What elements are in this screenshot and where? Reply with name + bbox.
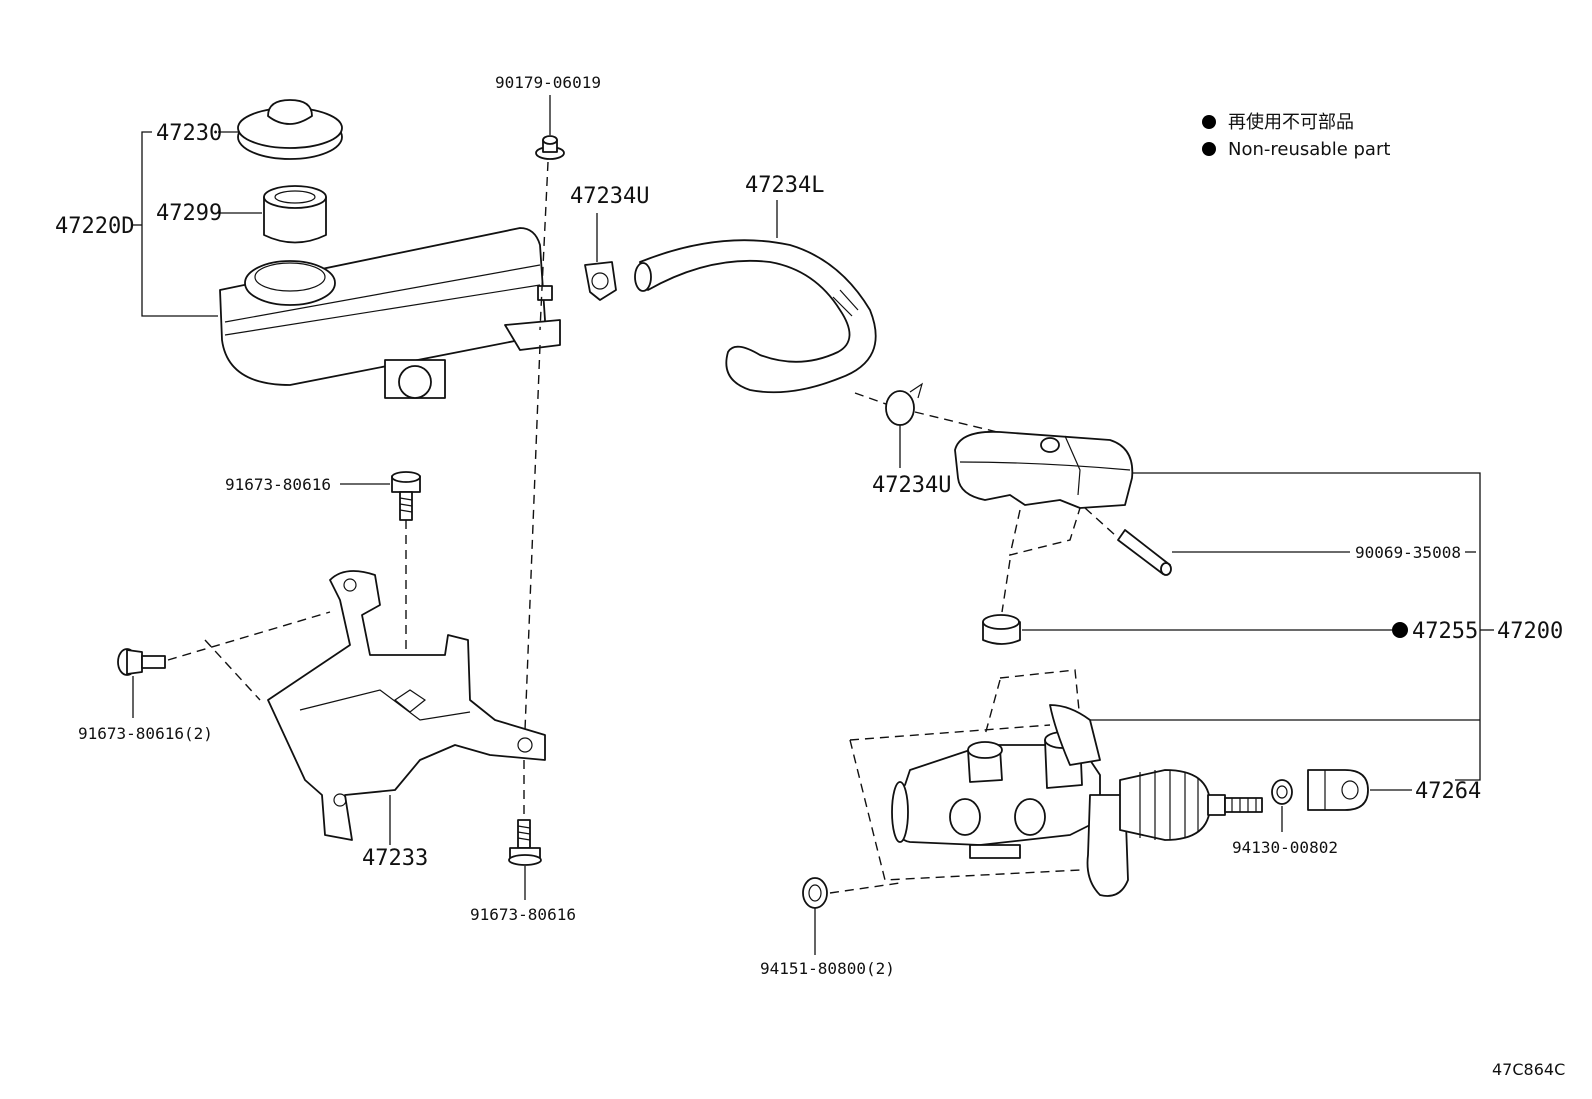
callout-47220D: 47220D bbox=[55, 214, 134, 239]
reservoir-small-part bbox=[954, 430, 1134, 509]
reservoir-cap-part bbox=[237, 99, 343, 160]
non-reusable-marker-icon bbox=[1392, 622, 1408, 638]
legend-english: Non-reusable part bbox=[1228, 139, 1390, 160]
bolt-bracket-bottom-part bbox=[508, 819, 542, 866]
callout-91673-80616-bottom: 91673-80616 bbox=[470, 905, 576, 924]
clip-lower-part bbox=[885, 382, 924, 426]
callout-47264: 47264 bbox=[1415, 779, 1481, 804]
callout-47230: 47230 bbox=[156, 121, 222, 146]
diagram-code: 47C864C bbox=[1492, 1060, 1565, 1079]
legend-japanese: 再使用不可部品 bbox=[1228, 112, 1354, 133]
legend: 再使用不可部品 Non-reusable part bbox=[1202, 112, 1390, 160]
callout-47299: 47299 bbox=[156, 201, 222, 226]
callout-90179-06019: 90179-06019 bbox=[495, 73, 601, 92]
nut-mount-part bbox=[802, 877, 828, 909]
grommet-part bbox=[982, 614, 1021, 645]
bolt-bracket-side-part bbox=[117, 648, 166, 676]
callout-47234L: 47234L bbox=[745, 173, 824, 198]
callout-47233: 47233 bbox=[362, 846, 428, 871]
master-cylinder-part bbox=[891, 704, 1263, 897]
strainer-part bbox=[263, 185, 327, 244]
clevis-part bbox=[1307, 769, 1369, 811]
clip-top-part bbox=[584, 261, 617, 301]
bolt-bracket-top-part bbox=[391, 471, 421, 521]
non-reusable-marker-icon bbox=[1202, 142, 1216, 156]
callout-47255: 47255 bbox=[1412, 619, 1478, 644]
callout-91673-80616-2: 91673-80616(2) bbox=[78, 724, 213, 743]
callout-94130-00802: 94130-00802 bbox=[1232, 838, 1338, 857]
callout-94151-80800-2: 94151-80800(2) bbox=[760, 959, 895, 978]
callout-90069-35008: 90069-35008 bbox=[1355, 543, 1461, 562]
reservoir-tank-part bbox=[219, 227, 561, 399]
bracket-part bbox=[267, 570, 546, 841]
callout-47234U-lower: 47234U bbox=[872, 473, 951, 498]
nut-clevis-part bbox=[1271, 779, 1293, 805]
hose-part bbox=[634, 239, 877, 394]
pin-part bbox=[1117, 529, 1172, 576]
non-reusable-marker-icon bbox=[1202, 115, 1216, 129]
callout-47234U-top: 47234U bbox=[570, 184, 649, 209]
callout-47200: 47200 bbox=[1497, 619, 1563, 644]
callout-91673-80616-top: 91673-80616 bbox=[225, 475, 331, 494]
grommet-reservoir-part bbox=[535, 135, 565, 160]
